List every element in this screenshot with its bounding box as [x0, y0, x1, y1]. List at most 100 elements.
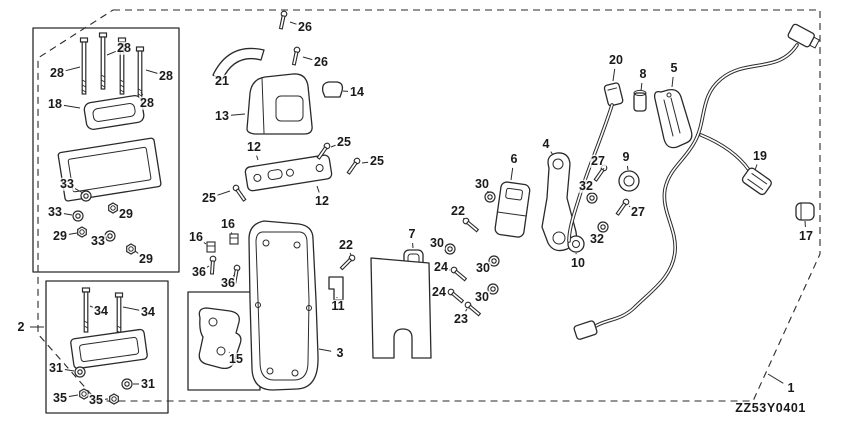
callout-6: 6 [509, 151, 519, 166]
subassembly-top-left [32, 27, 180, 273]
callout-12: 12 [246, 139, 262, 154]
callout-13: 13 [214, 108, 230, 123]
callout-30: 30 [429, 235, 445, 250]
diagram-border [37, 9, 821, 402]
callout-leader-18 [63, 104, 81, 109]
callout-4: 4 [541, 136, 551, 151]
callout-14: 14 [349, 84, 365, 99]
pad-and-template-group [370, 249, 432, 359]
callout-leader-22 [349, 252, 352, 256]
callout-15: 15 [228, 351, 244, 366]
callout-23: 23 [453, 311, 469, 326]
callout-2: 2 [16, 319, 26, 334]
callout-leader-28 [65, 66, 81, 72]
bracket-illustration-11 [328, 276, 344, 301]
callout-28: 28 [116, 40, 132, 55]
callout-16: 16 [188, 229, 204, 244]
screw-illustration-22b [338, 253, 357, 272]
base-plate-illustration [57, 137, 162, 202]
callout-34: 34 [93, 303, 109, 318]
clamp-illustration-14 [321, 81, 344, 98]
callout-34: 34 [140, 304, 156, 319]
callout-7: 7 [407, 226, 417, 241]
callout-leader-23 [465, 308, 468, 312]
callout-leader-34 [89, 305, 94, 308]
callout-leader-35 [68, 394, 79, 397]
callout-25: 25 [336, 134, 352, 149]
callout-28: 28 [158, 68, 174, 83]
callout-26: 26 [297, 19, 313, 34]
callout-30: 30 [475, 260, 491, 275]
callout-leader-27 [603, 167, 605, 170]
callout-leader-36 [232, 274, 235, 277]
callout-leader-12 [256, 155, 259, 161]
callout-30: 30 [474, 176, 490, 191]
callout-leader-19 [754, 164, 758, 171]
callout-leader-28 [140, 91, 144, 96]
callout-35: 35 [88, 392, 104, 407]
callout-11: 11 [330, 298, 346, 313]
housing-illustration-3 [248, 220, 319, 391]
bracket-plate-illustration-12 [244, 154, 333, 192]
template-sheet-illustration [370, 257, 432, 359]
callout-29: 29 [118, 206, 134, 221]
harness-group [573, 23, 820, 340]
bushing-illustration-8 [633, 89, 647, 112]
callout-9: 9 [621, 149, 631, 164]
callout-leader-9 [626, 165, 629, 171]
callout-leader-33 [63, 213, 73, 216]
callout-27: 27 [630, 204, 646, 219]
callout-33: 33 [59, 176, 75, 191]
callout-1: 1 [786, 380, 796, 395]
callout-leader-20 [612, 68, 616, 82]
callout-leader-28 [145, 69, 158, 74]
callout-28: 28 [49, 65, 65, 80]
harness-top-connector-illustration [787, 23, 820, 49]
callout-leader-25 [330, 144, 336, 148]
screw-illustration-26b [290, 46, 301, 66]
callout-33: 33 [47, 204, 63, 219]
screw-illustration-26a [277, 10, 288, 30]
harness-branch-illustration [699, 133, 751, 172]
callout-32: 32 [578, 178, 594, 193]
bolt-illustrations-28 [79, 32, 145, 104]
callout-31: 31 [140, 376, 156, 391]
callout-18: 18 [47, 96, 63, 111]
callout-36: 36 [220, 275, 236, 290]
bracket-illustration-5 [653, 89, 693, 149]
lever-assembly [444, 82, 693, 318]
callout-leader-29 [116, 208, 119, 211]
cap-illustration-17 [795, 202, 815, 221]
callout-32: 32 [589, 231, 605, 246]
ring-illustration-10 [567, 235, 585, 253]
connector-illustration-19 [741, 167, 772, 196]
callout-29: 29 [52, 228, 68, 243]
plate-illustration-18 [83, 94, 145, 131]
callout-29: 29 [138, 251, 154, 266]
callout-leader-13 [230, 113, 246, 116]
harness-end-connector-illustration [573, 320, 598, 340]
callout-12: 12 [314, 193, 330, 208]
callout-leader-34 [122, 306, 140, 311]
callout-17: 17 [798, 228, 814, 243]
callout-leader-12 [316, 185, 320, 193]
diagram-code: ZZ53Y0401 [735, 401, 806, 415]
callout-10: 10 [570, 255, 586, 270]
callout-leader-36 [206, 265, 210, 268]
lever-illustration-4 [541, 152, 578, 252]
callout-35: 35 [52, 390, 68, 405]
callout-leader-26 [302, 56, 313, 61]
callout-leader-3 [318, 348, 332, 352]
callout-24: 24 [433, 259, 449, 274]
subassembly-bottom-left [45, 280, 169, 414]
callout-22: 22 [338, 237, 354, 252]
callout-leader-16 [230, 232, 233, 235]
callout-leader-8 [640, 82, 643, 92]
callout-leaders [30, 21, 806, 400]
connector-illustration-20 [603, 82, 624, 107]
cover-illustration-13 [246, 73, 313, 135]
callout-leader-33 [74, 187, 84, 194]
grommet-illustration-9 [618, 170, 640, 192]
